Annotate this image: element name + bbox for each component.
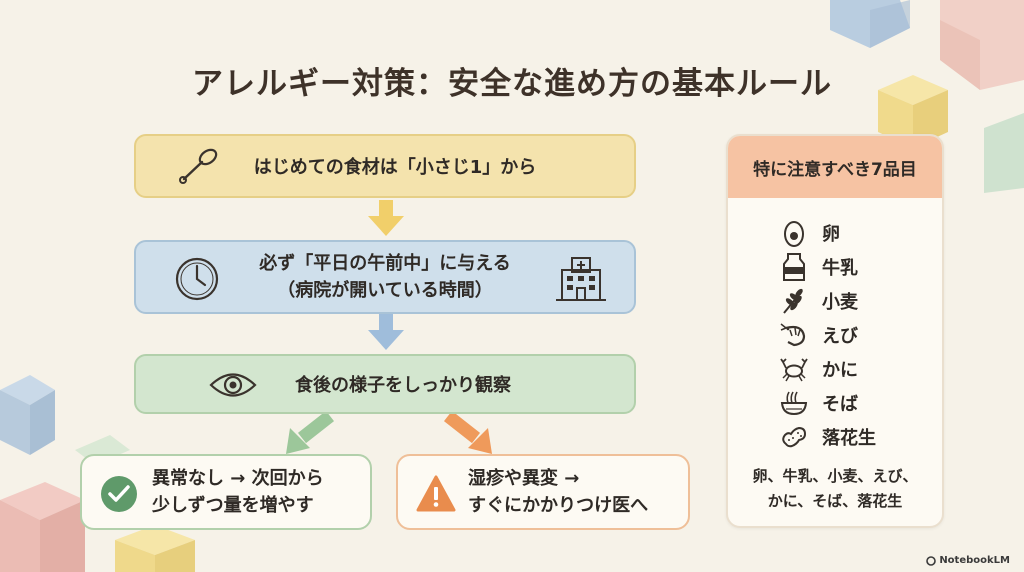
clock-icon bbox=[174, 256, 220, 302]
outcome-ok-line2: 少しずつ量を増やす bbox=[152, 495, 314, 516]
logo-text: NotebookLM bbox=[939, 555, 1010, 566]
step3-text: 食後の様子をしっかり観察 bbox=[295, 375, 511, 396]
list-item: 落花生 bbox=[780, 420, 876, 454]
decor-cube-top-right bbox=[830, 0, 1024, 90]
step-first-food: はじめての食材は「小さじ1」から bbox=[134, 134, 636, 198]
outcome-no-issue: 異常なし → 次回から 少しずつ量を増やす bbox=[80, 454, 372, 530]
warning-icon bbox=[416, 475, 456, 521]
arrow-down-1 bbox=[368, 200, 404, 236]
outcome-warn-line2: すぐにかかりつけ医へ bbox=[468, 495, 649, 516]
allergen-list: 卵 牛乳 小麦 えび かに bbox=[780, 216, 876, 454]
panel-title: 特に注意すべき7品目 bbox=[728, 136, 942, 198]
list-item: 牛乳 bbox=[780, 250, 876, 284]
allergen-label: そば bbox=[822, 394, 858, 415]
outcome-warn-line1: 湿疹や異変 → bbox=[468, 468, 580, 489]
decor-cube-bottom-yellow bbox=[115, 525, 195, 572]
step-weekday-morning: 必ず「平日の午前中」に与える （病院が開いている時間） bbox=[134, 240, 636, 314]
decor-cube-yellow bbox=[878, 75, 948, 148]
allergen-label: 牛乳 bbox=[822, 258, 858, 279]
list-item: 小麦 bbox=[780, 284, 876, 318]
arrow-to-warn bbox=[443, 414, 492, 454]
notebooklm-logo-icon bbox=[926, 555, 937, 566]
allergen-label: えび bbox=[822, 326, 858, 347]
spoon-icon bbox=[176, 146, 220, 186]
summary-line1: 卵、牛乳、小麦、えび、 bbox=[752, 467, 918, 485]
decor-cube-green-right bbox=[984, 113, 1024, 193]
step-observe: 食後の様子をしっかり観察 bbox=[134, 354, 636, 414]
list-item: かに bbox=[780, 352, 876, 386]
hospital-icon bbox=[554, 254, 608, 302]
list-item: 卵 bbox=[780, 216, 876, 250]
outcome-ok-line1: 異常なし → 次回から bbox=[152, 468, 324, 489]
allergen-label: 卵 bbox=[822, 224, 840, 245]
page-title: アレルギー対策：安全な進め方の基本ルール bbox=[192, 66, 832, 102]
allergen-panel: 特に注意すべき7品目 卵 牛乳 小麦 えび bbox=[726, 134, 944, 528]
allergen-label: 落花生 bbox=[822, 428, 876, 449]
peanut-icon bbox=[780, 423, 808, 451]
egg-icon bbox=[780, 219, 808, 247]
milk-carton-icon bbox=[780, 253, 808, 281]
outcome-symptom: 湿疹や異変 → すぐにかかりつけ医へ bbox=[396, 454, 690, 530]
step2-line2: （病院が開いている時間） bbox=[277, 280, 493, 301]
allergen-label: かに bbox=[822, 360, 858, 381]
summary-line2: かに、そば、落花生 bbox=[767, 492, 903, 510]
allergen-summary: 卵、牛乳、小麦、えび、 かに、そば、落花生 bbox=[728, 464, 942, 514]
list-item: えび bbox=[780, 318, 876, 352]
check-circle-icon bbox=[100, 475, 138, 521]
crab-icon bbox=[780, 355, 808, 383]
wheat-icon bbox=[780, 287, 808, 315]
step1-text: はじめての食材は「小さじ1」から bbox=[253, 157, 537, 178]
eye-icon bbox=[208, 370, 258, 400]
allergen-label: 小麦 bbox=[822, 292, 858, 313]
noodle-bowl-icon bbox=[780, 389, 808, 417]
arrow-down-2 bbox=[368, 314, 404, 350]
decor-cube-left bbox=[0, 375, 130, 572]
shrimp-icon bbox=[780, 321, 808, 349]
notebooklm-logo: NotebookLM bbox=[926, 555, 1010, 566]
arrow-to-ok bbox=[286, 414, 335, 454]
step2-line1: 必ず「平日の午前中」に与える bbox=[259, 253, 511, 274]
list-item: そば bbox=[780, 386, 876, 420]
